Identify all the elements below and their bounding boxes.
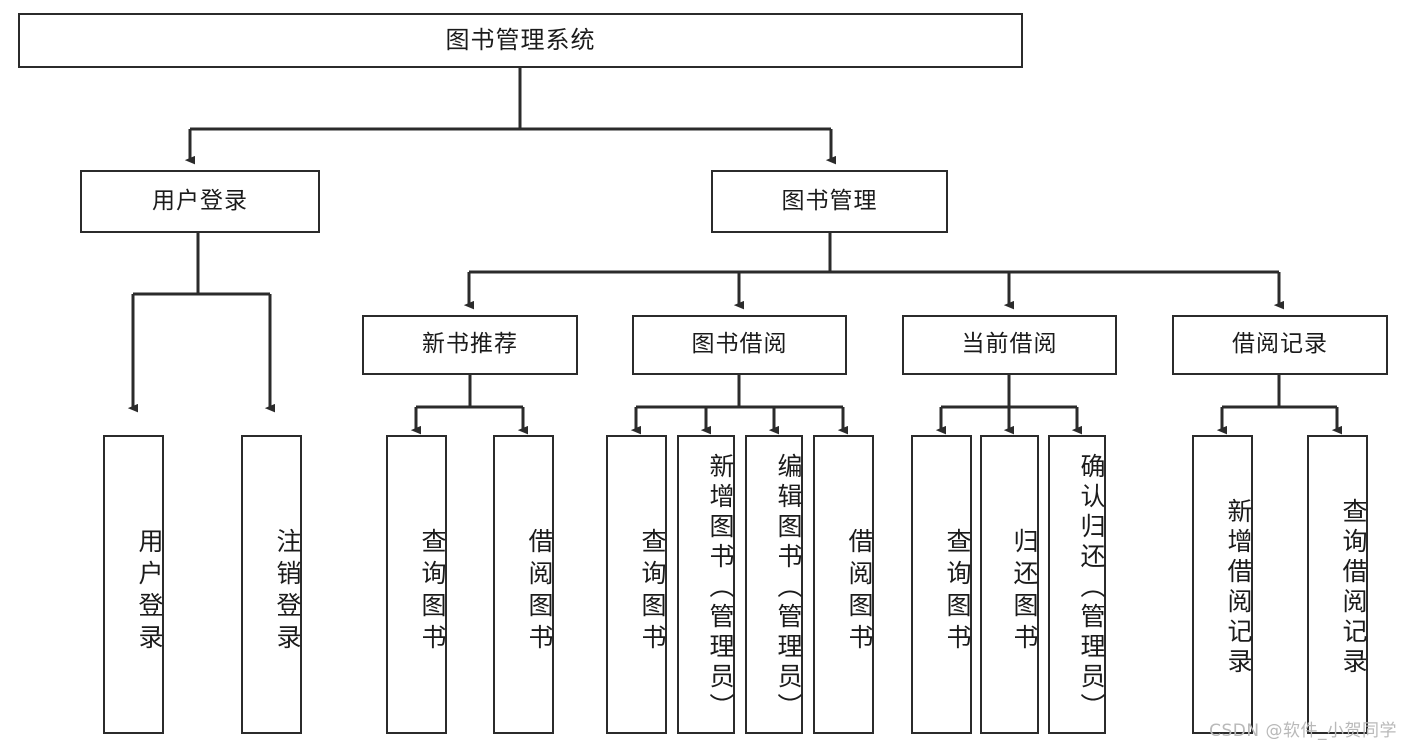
node-new-book-recommend[interactable]: 新书推荐 bbox=[362, 315, 578, 375]
node-user-login[interactable]: 用户登录 bbox=[80, 170, 320, 233]
node-label: 新增图书（管理员） bbox=[706, 452, 735, 723]
node-label: 借阅图书 bbox=[845, 527, 874, 656]
node-label: 用户登录 bbox=[152, 187, 248, 214]
leaf-user-login-signin[interactable]: 用户登录 bbox=[103, 435, 164, 734]
node-label: 确认归还（管理员） bbox=[1077, 452, 1106, 723]
node-label: 新增借阅记录 bbox=[1224, 497, 1253, 678]
leaf-current-return-book[interactable]: 归还图书 bbox=[980, 435, 1039, 734]
node-book-management[interactable]: 图书管理 bbox=[711, 170, 948, 233]
node-label: 图书借阅 bbox=[691, 331, 788, 358]
node-label: 编辑图书（管理员） bbox=[774, 452, 803, 723]
leaf-new-book-query[interactable]: 查询图书 bbox=[386, 435, 447, 734]
node-label: 查询借阅记录 bbox=[1339, 497, 1368, 678]
node-label: 查询图书 bbox=[638, 527, 667, 656]
csdn-watermark: CSDN @软件_小贺同学 bbox=[1209, 721, 1397, 741]
node-label: 查询图书 bbox=[418, 527, 447, 656]
node-label: 图书管理系统 bbox=[445, 26, 596, 55]
node-label: 借阅图书 bbox=[525, 527, 554, 656]
node-label: 查询图书 bbox=[943, 527, 972, 656]
leaf-borrow-add-book-admin[interactable]: 新增图书（管理员） bbox=[677, 435, 735, 734]
leaf-current-confirm-return-admin[interactable]: 确认归还（管理员） bbox=[1048, 435, 1106, 734]
leaf-borrow-query-book[interactable]: 查询图书 bbox=[606, 435, 667, 734]
node-current-borrow[interactable]: 当前借阅 bbox=[902, 315, 1117, 375]
node-label: 用户登录 bbox=[135, 527, 164, 656]
leaf-record-query-record[interactable]: 查询借阅记录 bbox=[1307, 435, 1368, 734]
leaf-new-book-borrow[interactable]: 借阅图书 bbox=[493, 435, 554, 734]
leaf-borrow-borrow-book[interactable]: 借阅图书 bbox=[813, 435, 874, 734]
leaf-borrow-edit-book-admin[interactable]: 编辑图书（管理员） bbox=[745, 435, 803, 734]
node-label: 借阅记录 bbox=[1232, 331, 1328, 358]
node-label: 新书推荐 bbox=[422, 331, 518, 358]
leaf-user-login-signout[interactable]: 注销登录 bbox=[241, 435, 302, 734]
node-label: 当前借阅 bbox=[961, 331, 1058, 358]
node-label: 归还图书 bbox=[1010, 527, 1039, 656]
node-label: 图书管理 bbox=[781, 187, 878, 214]
node-borrow-record[interactable]: 借阅记录 bbox=[1172, 315, 1388, 375]
leaf-record-add-record[interactable]: 新增借阅记录 bbox=[1192, 435, 1253, 734]
node-root-system[interactable]: 图书管理系统 bbox=[18, 13, 1023, 68]
node-label: 注销登录 bbox=[273, 527, 302, 656]
leaf-current-query-book[interactable]: 查询图书 bbox=[911, 435, 972, 734]
node-book-borrow[interactable]: 图书借阅 bbox=[632, 315, 847, 375]
